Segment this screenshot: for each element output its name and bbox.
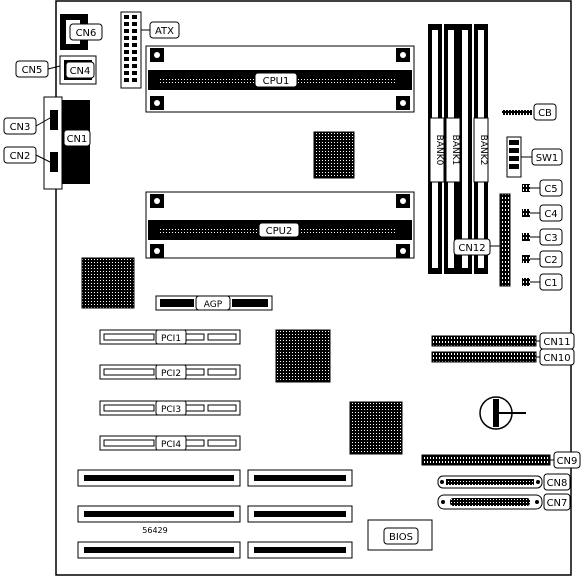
cn10-label: CN10 xyxy=(543,353,570,364)
pci-slot-2: PCI2 xyxy=(99,364,241,380)
cb-header: CB xyxy=(502,103,557,121)
bank0-label: BANK0 xyxy=(434,135,444,166)
c3-jumper: C3 xyxy=(522,228,563,246)
c5-jumper: C5 xyxy=(522,179,563,197)
atx-power-connector xyxy=(120,11,142,89)
cn3-callout: CN3 xyxy=(3,117,51,135)
atx-label: ATX xyxy=(141,21,180,39)
cn8-label: CN8 xyxy=(547,478,568,489)
c4-jumper: C4 xyxy=(522,204,563,222)
pci-slot-3: PCI3 xyxy=(99,400,241,416)
cn6-label: CN6 xyxy=(76,28,97,39)
cn12-label: CN12 xyxy=(458,243,485,254)
c1-jumper: C1 xyxy=(522,273,563,291)
c1-label: C1 xyxy=(544,278,557,289)
pci-slot-4: PCI4 xyxy=(99,435,241,451)
pci3-label: PCI3 xyxy=(161,405,181,415)
cn3-label: CN3 xyxy=(10,122,31,133)
cn12-connector: CN12 xyxy=(453,193,511,287)
agp-slot: AGP xyxy=(155,295,273,311)
svg-text:ATX: ATX xyxy=(155,26,174,37)
chip-north xyxy=(313,131,355,179)
sw1-label: SW1 xyxy=(536,153,559,164)
cn2-callout: CN2 xyxy=(3,146,51,164)
bios-chip: BIOS xyxy=(367,519,433,551)
cn9-connector: CN9 xyxy=(421,451,581,469)
bank1-label: BANK1 xyxy=(450,135,460,166)
isa-slots xyxy=(77,469,353,559)
cn4-connector: CN4 xyxy=(59,55,97,85)
cn10-connector: CN10 xyxy=(431,348,575,366)
cn9-label: CN9 xyxy=(557,456,578,467)
serial-ports: CN1 xyxy=(43,96,91,190)
pci2-label: PCI2 xyxy=(161,369,181,379)
bank2-label: BANK2 xyxy=(478,135,488,166)
cpu1-label: CPU1 xyxy=(263,76,290,87)
sw1-switch: SW1 xyxy=(506,136,563,178)
battery xyxy=(479,396,526,430)
cn5-callout: CN5 xyxy=(15,60,61,78)
c2-label: C2 xyxy=(544,255,557,266)
cn8-connector: CN8 xyxy=(437,473,571,491)
agp-label: AGP xyxy=(204,300,223,310)
chip-left xyxy=(81,257,135,309)
pci1-label: PCI1 xyxy=(161,334,181,344)
cpu1-slot: CPU1 xyxy=(145,45,415,113)
bios-label: BIOS xyxy=(389,532,413,543)
cn11-connector: CN11 xyxy=(431,332,575,350)
cn5-label: CN5 xyxy=(22,65,43,76)
chip-center xyxy=(275,329,331,383)
pci-slot-1: PCI1 xyxy=(99,329,241,345)
cn11-label: CN11 xyxy=(543,337,570,348)
pci4-label: PCI4 xyxy=(161,440,181,450)
c3-label: C3 xyxy=(544,233,557,244)
cn6-connector: CN6 xyxy=(60,14,103,50)
board-id: 56429 xyxy=(142,526,167,535)
chip-south xyxy=(349,401,403,455)
cn2-label: CN2 xyxy=(10,151,31,162)
cb-label: CB xyxy=(538,108,552,119)
c4-label: C4 xyxy=(544,209,557,220)
cpu2-label: CPU2 xyxy=(266,226,293,237)
cn7-label: CN7 xyxy=(547,498,568,509)
memory-banks xyxy=(428,24,489,274)
cn7-connector: CN7 xyxy=(437,493,571,511)
cpu2-slot: CPU2 xyxy=(145,191,415,259)
cn1-label: CN1 xyxy=(67,134,88,145)
c2-jumper: C2 xyxy=(522,250,563,268)
c5-label: C5 xyxy=(544,184,557,195)
cn4-label: CN4 xyxy=(70,66,91,77)
